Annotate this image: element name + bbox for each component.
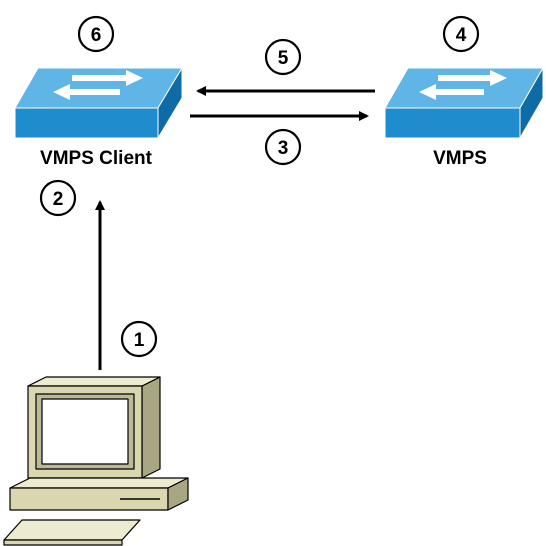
step-5-number: 5 [278,48,289,69]
step-6: 6 [77,15,115,53]
keyboard-top [3,519,141,541]
vmps-client-switch: VMPS Client [14,66,183,169]
step-5-circle [264,38,302,76]
vmps-switch: VMPS [384,66,544,169]
step-4: 4 [442,15,480,53]
switch-icon [384,66,544,140]
step-2-number: 2 [53,189,64,210]
switch-arrows [53,70,143,100]
step-2: 2 [39,179,77,217]
monitor-side [141,376,161,479]
step-5: 5 [264,38,302,76]
monitor-screen [41,398,129,465]
switch-top-face [384,67,544,109]
step-1-circle [120,320,158,358]
switch-front-face [14,107,159,139]
step-3: 3 [264,128,302,166]
step-2-circle [39,179,77,217]
base-side [167,477,189,511]
switch-side-face [519,66,544,140]
base-top [9,477,189,489]
step-4-circle [442,15,480,53]
switch-arrows [419,70,507,100]
step-3-circle [264,128,302,166]
step-6-number: 6 [91,25,102,46]
keyboard-front [3,539,123,546]
monitor-top [27,376,161,387]
step-4-number: 4 [456,25,467,46]
switch-icon [14,66,183,140]
step-1: 1 [120,320,158,358]
switch-front-face [384,107,521,139]
switch-side-face [157,66,183,140]
step-6-circle [77,15,115,53]
vmps-label: VMPS [433,148,487,169]
step-1-number: 1 [134,330,145,351]
step-3-number: 3 [278,138,289,159]
workstation-computer-icon [3,376,189,546]
vmps-client-label: VMPS Client [40,148,153,169]
